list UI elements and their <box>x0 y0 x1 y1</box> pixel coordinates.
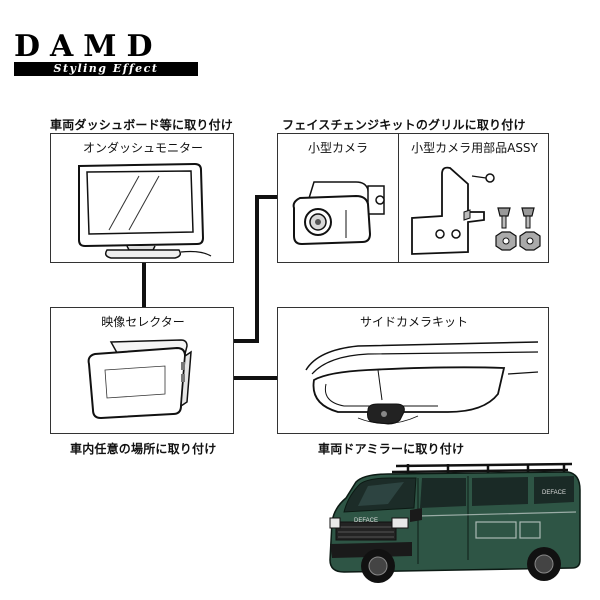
camera-parts-illustration <box>411 166 541 255</box>
brand-logo: DAMD Styling Effect <box>14 32 198 76</box>
caption-mirror-mount: 車両ドアミラーに取り付け <box>318 442 465 456</box>
camera-kit-box: 小型カメラ 小型カメラ用部品ASSY <box>277 133 549 263</box>
monitor-illustration <box>78 162 212 259</box>
camera-parts-label: 小型カメラ用部品ASSY <box>411 141 538 155</box>
van-wheel <box>361 549 395 583</box>
van-illustration: DEFACE DEFACE <box>329 462 581 583</box>
monitor-box: オンダッシュモニター <box>50 133 234 263</box>
side-camera-box: サイドカメラキット <box>277 307 549 434</box>
caption-anywhere-mount: 車内任意の場所に取り付け <box>70 442 217 456</box>
logo-text: DAMD <box>14 29 163 64</box>
camera-kit-divider <box>398 134 399 262</box>
screw-icon <box>521 207 535 229</box>
selector-to-camera-line <box>234 195 277 343</box>
caption-dashboard-mount: 車両ダッシュボード等に取り付け <box>50 118 234 132</box>
nut-icon <box>495 231 517 251</box>
small-camera-label: 小型カメラ <box>307 141 368 155</box>
selector-box: 映像セレクター <box>50 307 234 434</box>
screw-icon <box>497 207 511 229</box>
nut-icon <box>519 231 541 251</box>
caption-grille-mount: フェイスチェンジキットのグリルに取り付け <box>282 118 526 132</box>
logo-tagline: Styling Effect <box>14 62 198 76</box>
monitor-label: オンダッシュモニター <box>82 141 203 155</box>
side-mirror-illustration <box>305 341 539 425</box>
van-wheel <box>527 547 561 581</box>
selector-label: 映像セレクター <box>101 315 185 329</box>
side-camera-label: サイドカメラキット <box>359 315 468 329</box>
van-side-badge: DEFACE <box>542 490 566 496</box>
van-grille-badge: DEFACE <box>354 518 378 524</box>
selector-illustration <box>87 339 192 420</box>
small-camera-illustration <box>292 181 385 246</box>
